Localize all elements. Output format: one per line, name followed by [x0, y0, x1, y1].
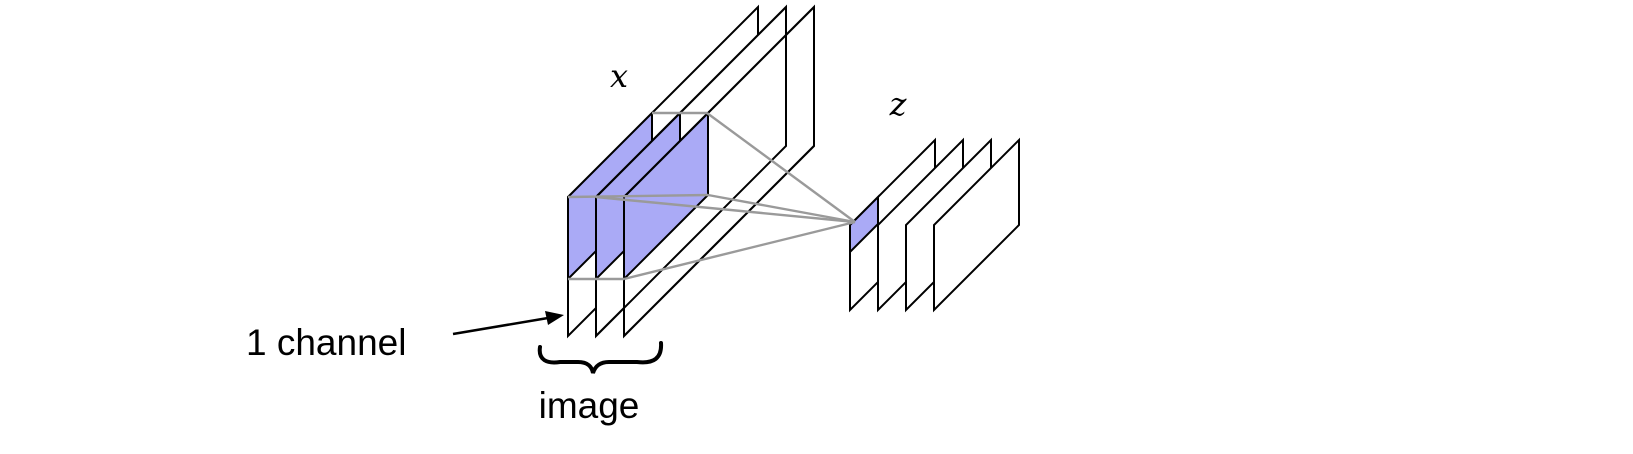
output-sheet-1-cell	[849, 194, 879, 255]
input-stack	[567, 4, 815, 339]
connector-ray-4	[623, 220, 856, 281]
connector-ray-1	[706, 112, 856, 223]
connector-ray-3	[707, 193, 856, 224]
receptive-field-lines	[567, 111, 856, 281]
channel-arrow-shaft	[452, 316, 549, 336]
connector-ray-2	[595, 195, 856, 224]
connector-mid	[567, 193, 709, 199]
output-sheet-4-face	[933, 137, 1020, 313]
image-brace	[537, 341, 664, 374]
output-label: z	[889, 85, 908, 123]
image-label: image	[539, 385, 640, 426]
channel-arrow	[452, 311, 564, 336]
channel-label: 1 channel	[246, 322, 406, 363]
channel-arrow-head	[545, 311, 564, 325]
input-sheet-3-outline	[623, 4, 815, 339]
input-label: x	[610, 57, 628, 95]
output-stack	[849, 137, 1020, 313]
